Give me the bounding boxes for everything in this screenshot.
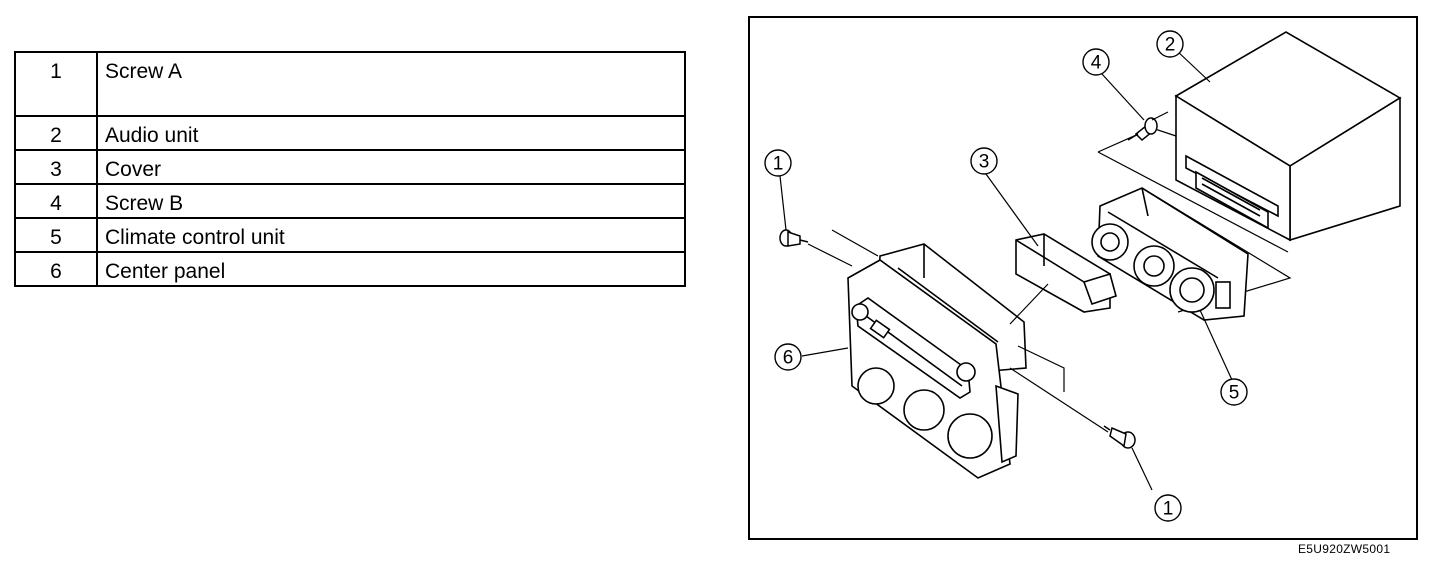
table-row: 6 Center panel	[14, 251, 686, 287]
callout-1-top	[764, 149, 792, 177]
callout-label: 6	[783, 348, 794, 369]
callout-label: 1	[773, 154, 784, 175]
part-number: 3	[14, 149, 98, 185]
callout-label: 1	[1163, 499, 1174, 520]
table-row: 3 Cover	[14, 149, 686, 185]
part-number: 4	[14, 183, 98, 219]
part-number: 6	[14, 251, 98, 287]
callout-label: 4	[1091, 53, 1102, 74]
part-number: 5	[14, 217, 98, 253]
callout-1-bottom	[1154, 494, 1182, 522]
callout-5	[1220, 378, 1248, 406]
part-name: Center panel	[96, 251, 686, 287]
callout-label: 2	[1165, 35, 1176, 56]
part-name: Climate control unit	[96, 217, 686, 253]
part-number: 2	[14, 115, 98, 151]
part-name: Screw B	[96, 183, 686, 219]
audio-unit-drawing	[1174, 31, 1402, 242]
parts-legend-table: 1 Screw A 2 Audio unit 3 Cover 4 Screw B…	[14, 51, 686, 287]
screw-b-drawing	[1127, 117, 1158, 142]
screw-a-top-drawing	[779, 229, 809, 247]
diagram-frame	[748, 16, 1418, 540]
callout-6	[774, 343, 802, 371]
assembly-lines	[807, 111, 1169, 433]
center-panel-drawing	[847, 243, 1027, 479]
figure-code: E5U920ZW5001	[1298, 542, 1391, 556]
table-row: 2 Audio unit	[14, 115, 686, 151]
callout-label: 5	[1229, 383, 1240, 404]
part-name: Audio unit	[96, 115, 686, 151]
screw-a-bottom-drawing	[1103, 425, 1136, 449]
table-row: 5 Climate control unit	[14, 217, 686, 253]
cover-drawing	[1015, 233, 1117, 313]
leader-lines	[779, 49, 1233, 491]
part-name: Cover	[96, 149, 686, 185]
exploded-view-diagram: 1 2 3 4 5 6 1	[748, 16, 1418, 540]
callout-label: 3	[979, 152, 990, 173]
part-number: 1	[14, 51, 98, 117]
part-name: Screw A	[96, 51, 686, 117]
climate-control-unit-drawing	[1091, 187, 1249, 321]
callout-3	[970, 147, 998, 175]
callout-2	[1156, 30, 1184, 58]
table-row: 1 Screw A	[14, 51, 686, 117]
table-row: 4 Screw B	[14, 183, 686, 219]
callout-4	[1082, 48, 1110, 76]
